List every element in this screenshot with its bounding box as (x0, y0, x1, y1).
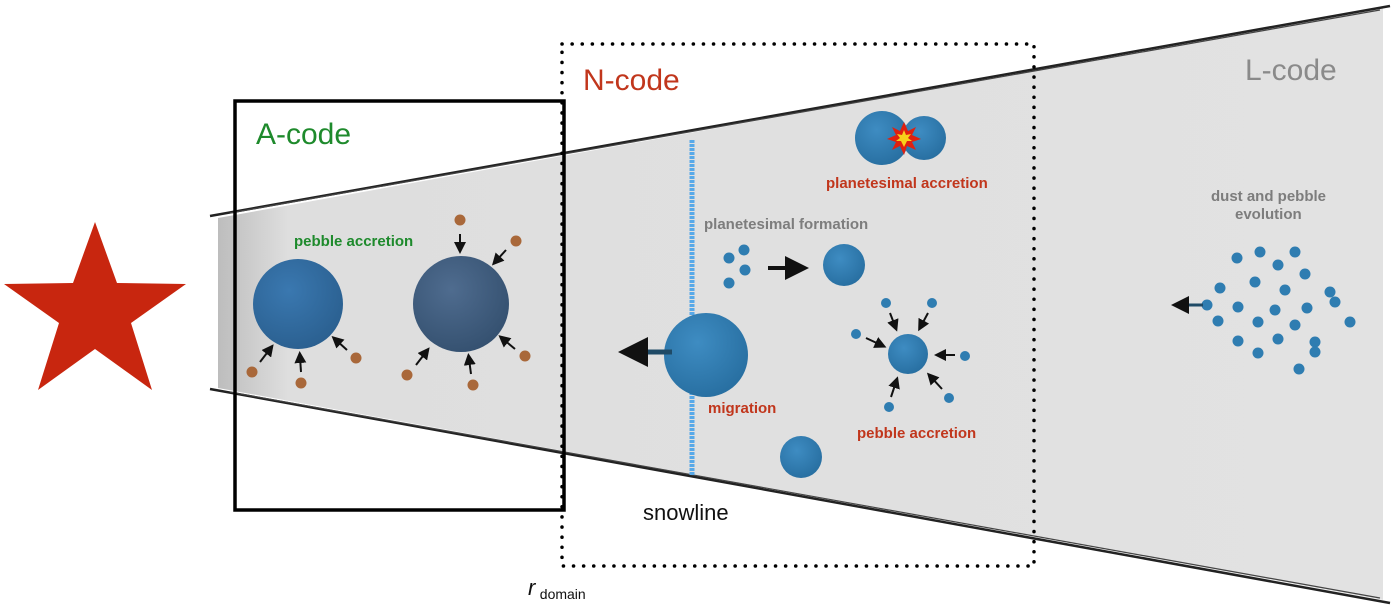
dust-grain (1254, 246, 1266, 258)
planetesimal-right (902, 116, 946, 160)
pebble (519, 350, 531, 362)
arrow-icon (498, 335, 516, 350)
dust-grain (1201, 299, 1213, 311)
arrow-icon (865, 337, 887, 348)
dust-grain (1252, 347, 1264, 359)
dust-grain (1249, 276, 1261, 288)
arrow-icon (918, 312, 930, 332)
dust-grain (1324, 286, 1336, 298)
pebble (350, 352, 362, 364)
protoplanetary-disk (218, 8, 1383, 600)
pebble (927, 298, 937, 308)
dust-pebble-evolution-label-1: dust and pebble (1211, 188, 1326, 205)
pebble (467, 379, 479, 391)
arrow-icon (259, 344, 274, 363)
dust-grain (1212, 315, 1224, 327)
new-planetesimal (823, 244, 865, 286)
pebble (510, 235, 522, 247)
pebbles-n-code (851, 298, 970, 412)
arrow-icon (887, 312, 899, 332)
arrow-icon (294, 351, 307, 373)
dust-grain (1232, 335, 1244, 347)
n-code-label: N-code (583, 64, 680, 97)
pebble (851, 329, 861, 339)
dust-grain (1252, 316, 1264, 328)
dust-grain (1279, 284, 1291, 296)
pebble (454, 214, 466, 226)
dust-particles-l-code (1201, 246, 1356, 375)
r-domain-label: r domain (528, 575, 586, 602)
disk-lower-edge (209, 387, 1391, 605)
dust-grain (1231, 252, 1243, 264)
pebble (944, 393, 954, 403)
dust-grain (1309, 336, 1321, 348)
planetesimal-bottom (780, 436, 822, 478)
dust-grain (1269, 304, 1281, 316)
n-code-box (560, 42, 1036, 568)
dust-grain (1232, 301, 1244, 313)
r-domain-sub: domain (540, 586, 586, 602)
dust-grain (1293, 363, 1305, 375)
arrow-icon (463, 353, 476, 375)
pebble-accretion-n-label: pebble accretion (857, 425, 976, 442)
a-code-label: A-code (256, 118, 351, 151)
formation-dust (723, 244, 751, 289)
pebble (246, 366, 258, 378)
dust-grain (738, 244, 750, 256)
pebble (960, 351, 970, 361)
dust-grain (1289, 246, 1301, 258)
pebble (295, 377, 307, 389)
migrating-planet (664, 313, 748, 397)
planetesimal-left (855, 111, 909, 165)
planetesimal-accretion-label: planetesimal accretion (826, 175, 988, 192)
arrow-icon (331, 335, 348, 351)
arrow-icon (415, 347, 430, 366)
star-icon (4, 222, 186, 390)
a-code-box (233, 99, 566, 512)
dust-grain (1344, 316, 1356, 328)
planetesimal-formation-label: planetesimal formation (704, 216, 868, 233)
dust-grain (1301, 302, 1313, 314)
dust-grain (723, 252, 735, 264)
dust-grain (1272, 259, 1284, 271)
l-code-label: L-code (1245, 54, 1337, 87)
disk-upper-edge-2 (229, 9, 1381, 214)
arrows-n-code (865, 312, 955, 398)
pebble (401, 369, 413, 381)
pebble (881, 298, 891, 308)
disk-upper-edge (209, 4, 1391, 218)
dust-grain (723, 277, 735, 289)
snowline-label: snowline (643, 500, 729, 525)
planet-core-1 (253, 259, 343, 349)
dust-grain (1329, 296, 1341, 308)
accreting-planet (888, 334, 928, 374)
arrows-a-code (259, 234, 516, 375)
migration-label: migration (708, 400, 776, 417)
disk-lower-edge-2 (229, 391, 1381, 599)
dust-grain (739, 264, 751, 276)
arrow-icon (491, 249, 507, 266)
arrow-icon (926, 372, 943, 390)
pebbles-a-code (246, 214, 531, 391)
dust-grain (1309, 346, 1321, 358)
dust-grain (1299, 268, 1311, 280)
pebble-accretion-a-label: pebble accretion (294, 233, 413, 250)
r-domain-main: r (528, 575, 537, 600)
arrow-icon (888, 376, 900, 398)
dust-grain (1289, 319, 1301, 331)
dust-pebble-evolution-label-2: evolution (1235, 206, 1302, 223)
collision-burst-core (896, 130, 912, 147)
dust-grain (1272, 333, 1284, 345)
planet-core-2 (413, 256, 509, 352)
dust-grain (1214, 282, 1226, 294)
pebble (884, 402, 894, 412)
